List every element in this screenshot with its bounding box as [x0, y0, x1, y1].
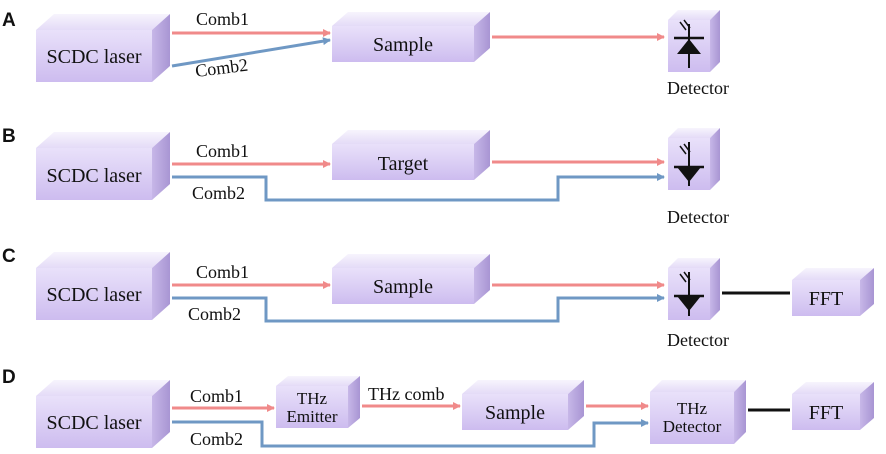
comb1-label-b: Comb1 — [196, 141, 249, 161]
comb1-label-a: Comb1 — [196, 9, 249, 29]
detector-box-b — [668, 128, 720, 190]
emitter-label-line1-d: THz — [297, 389, 328, 408]
middle-label-c: Sample — [373, 276, 433, 298]
target-box-b: Target — [332, 130, 490, 180]
scdc-laser-box-a: SCDC laser — [36, 14, 170, 82]
source-label-d: SCDC laser — [47, 412, 142, 434]
middle-label-d: Sample — [485, 402, 545, 424]
photodiode-icon — [674, 142, 704, 186]
panel-letter-a: A — [2, 10, 16, 31]
detector-label-c: Detector — [667, 330, 729, 350]
sample-box-a: Sample — [332, 12, 490, 62]
middle-label-a: Sample — [373, 34, 433, 56]
panel-a: A SCDC laser Sample — [2, 9, 729, 98]
panel-letter-c: C — [2, 246, 16, 267]
photodiode-icon — [674, 271, 704, 316]
emitter-label-line2-d: Emitter — [287, 407, 338, 426]
comb1-label-c: Comb1 — [196, 262, 249, 282]
detector-label-line1-d: THz — [677, 399, 708, 418]
detector-label-a: Detector — [667, 78, 729, 98]
comb2-label-d: Comb2 — [190, 429, 243, 449]
comb2-beam-b — [172, 173, 665, 202]
scdc-laser-box-b: SCDC laser — [36, 132, 170, 200]
panel-letter-d: D — [2, 367, 16, 388]
fft-box-c: FFT — [792, 268, 874, 316]
fft-box-d: FFT — [792, 382, 874, 430]
panel-c: C SCDC laser Sample Detector — [2, 246, 874, 350]
photodiode-icon — [674, 19, 704, 68]
source-label-a: SCDC laser — [47, 46, 142, 68]
comb2-beam-d — [172, 419, 649, 448]
detector-box-a — [668, 10, 720, 72]
sample-box-d: Sample — [462, 380, 584, 430]
comb2-beam-c — [172, 294, 665, 323]
detector-label-b: Detector — [667, 207, 729, 227]
source-label-c: SCDC laser — [47, 284, 142, 306]
comb2-beam-a — [171, 37, 331, 68]
thz-emitter-box-d: THz Emitter — [276, 376, 360, 428]
panel-d: D SCDC laser THz Emitter Sample THz Dete… — [2, 367, 874, 449]
sample-box-c: Sample — [332, 254, 490, 304]
thz-comb-label-d: THz comb — [368, 384, 444, 404]
comb2-label-c: Comb2 — [188, 304, 241, 324]
middle-label-b: Target — [378, 153, 429, 175]
scdc-laser-box-c: SCDC laser — [36, 252, 170, 320]
panel-letter-b: B — [2, 126, 16, 147]
fft-label-d: FFT — [809, 402, 843, 424]
panel-b: B SCDC laser Target Detector — [2, 126, 729, 227]
detector-label-line2-d: Detector — [663, 417, 722, 436]
source-label-b: SCDC laser — [47, 165, 142, 187]
detector-box-c — [668, 258, 720, 320]
comb2-label-b: Comb2 — [192, 183, 245, 203]
fft-label-c: FFT — [809, 288, 843, 310]
scdc-laser-box-d: SCDC laser — [36, 380, 170, 448]
comb1-label-d: Comb1 — [190, 386, 243, 406]
thz-detector-box-d: THz Detector — [650, 380, 746, 444]
comb2-label-a: Comb2 — [194, 55, 249, 81]
